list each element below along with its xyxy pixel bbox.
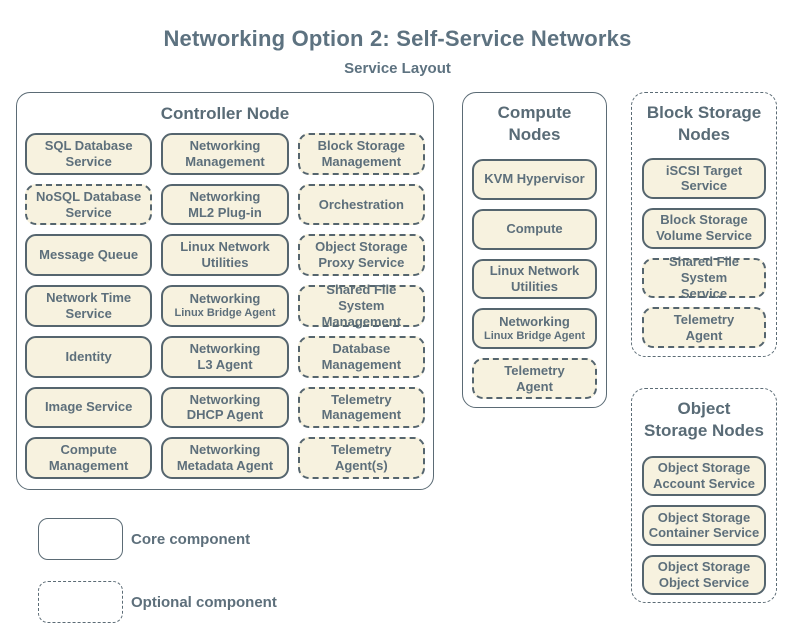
service-label: Database Management — [321, 340, 402, 372]
service-box: Linux Network Utilities — [161, 234, 289, 277]
legend-core-label: Core component — [131, 531, 251, 548]
service-box: Telemetry Agent — [642, 307, 766, 348]
service-label: Telemetry Agent — [504, 362, 565, 394]
service-box: Identity — [25, 335, 153, 378]
block-storage-nodes-container: Block Storage Nodes iSCSI Target Service… — [631, 92, 777, 357]
block-storage-nodes-title: Block Storage Nodes — [646, 103, 762, 145]
service-label: Linux Network Utilities — [180, 239, 270, 271]
controller-node-title: Controller Node — [160, 104, 290, 123]
service-box: Orchestration — [297, 183, 425, 226]
service-box: Database Management — [297, 335, 425, 378]
service-label: Identity — [65, 348, 112, 364]
service-sublabel: Linux Bridge Agent — [174, 307, 276, 320]
service-box: SQL Database Service — [25, 133, 153, 175]
service-label: Object Storage Object Service — [657, 558, 751, 590]
service-label: Object Storage Proxy Service — [315, 239, 408, 271]
object-storage-nodes-container: Object Storage Nodes Object Storage Acco… — [631, 388, 777, 603]
service-label: Block Storage Management — [317, 137, 406, 169]
controller-node-services: SQL Database Service Networking Managemen… — [25, 133, 425, 479]
service-box: Object Storage Account Service — [642, 456, 766, 497]
service-box: Object Storage Container Service — [642, 505, 766, 546]
service-sublabel: Linux Bridge Agent — [483, 330, 586, 343]
service-box: Block Storage Volume Service — [642, 207, 766, 249]
service-label: Compute — [506, 221, 563, 237]
service-label: Compute Management — [48, 442, 129, 474]
service-label: Networking L3 Agent — [189, 340, 261, 372]
service-label: Networking — [189, 291, 261, 307]
object-storage-nodes-title: Object Storage Nodes — [644, 399, 764, 441]
service-box: Telemetry Management — [297, 386, 425, 429]
service-label: Message Queue — [39, 247, 139, 263]
service-box: Compute — [472, 208, 597, 250]
service-box: NoSQL Database Service — [25, 183, 153, 226]
service-box: Shared File System Service — [642, 254, 766, 301]
service-label: SQL Database Service — [44, 137, 133, 169]
service-box: Networking Metadata Agent — [161, 437, 289, 479]
service-label: Networking Metadata Agent — [176, 442, 274, 474]
service-label: Telemetry Management — [321, 391, 402, 423]
service-box: Networking ML2 Plug-in — [161, 183, 289, 226]
service-box: iSCSI Target Service — [642, 158, 766, 199]
service-label: Block Storage Volume Service — [656, 212, 752, 244]
service-label: Object Storage Container Service — [648, 509, 760, 541]
service-label: Network Time Service — [46, 290, 132, 321]
service-box: Networking L3 Agent — [161, 335, 289, 378]
service-box: Shared File System Management — [297, 282, 425, 329]
page-subtitle: Service Layout — [344, 60, 451, 77]
service-box: Image Service — [25, 386, 153, 429]
service-box: Message Queue — [25, 234, 153, 277]
legend-optional-swatch — [38, 581, 123, 623]
legend-optional-label: Optional component — [131, 594, 277, 611]
service-box: Object Storage Object Service — [642, 554, 766, 595]
service-label: Image Service — [44, 399, 133, 415]
service-box: Linux Network Utilities — [472, 258, 597, 300]
service-box: Telemetry Agent(s) — [297, 437, 425, 479]
service-label: Object Storage Account Service — [653, 460, 755, 492]
service-label: iSCSI Target Service — [665, 162, 743, 194]
page-title: Networking Option 2: Self-Service Networ… — [163, 26, 632, 51]
service-box: Network Time Service — [25, 285, 153, 327]
service-box: Networking Management — [161, 133, 289, 175]
service-box: Compute Management — [25, 437, 153, 479]
service-label: Orchestration — [318, 196, 404, 212]
service-label: Networking ML2 Plug-in — [188, 188, 262, 220]
service-label: Linux Network Utilities — [489, 263, 580, 294]
service-label: Telemetry Agent — [673, 311, 735, 343]
service-box: Telemetry Agent — [472, 358, 597, 399]
service-label: KVM Hypervisor — [484, 171, 585, 187]
service-box: Object Storage Proxy Service — [297, 234, 425, 277]
compute-nodes-title: Compute Nodes — [497, 103, 572, 145]
service-label: Networking DHCP Agent — [186, 391, 264, 423]
service-label: Networking — [499, 314, 570, 330]
service-box: Networking DHCP Agent — [161, 386, 289, 429]
service-label: Shared File System Management — [321, 282, 402, 329]
legend-core-swatch — [38, 518, 123, 560]
service-label: NoSQL Database Service — [36, 188, 142, 220]
service-label: Telemetry Agent(s) — [331, 442, 392, 474]
service-label: Networking Management — [185, 137, 265, 169]
service-label: Shared File System Service — [668, 254, 740, 301]
service-box: Block Storage Management — [297, 133, 425, 175]
service-box: KVM Hypervisor — [472, 159, 597, 200]
